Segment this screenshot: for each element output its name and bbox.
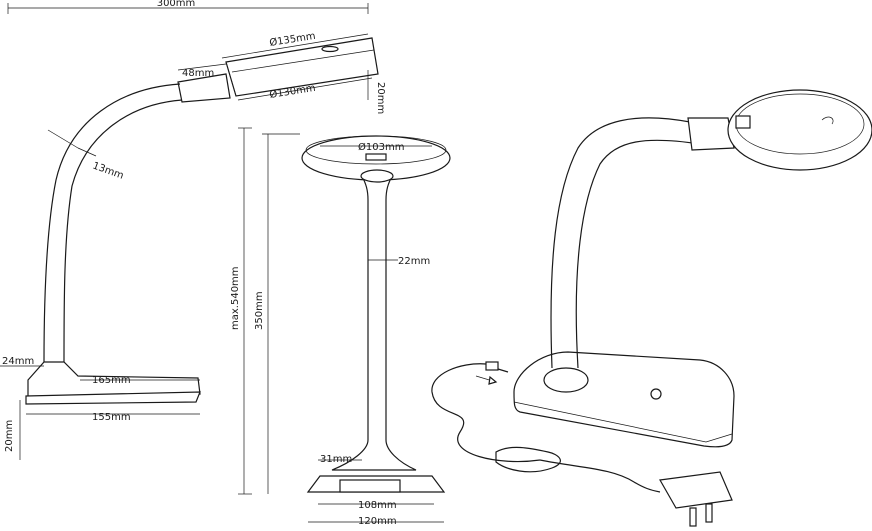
- base-inner-width-label: 108mm: [358, 500, 397, 511]
- stem-width-label: 22mm: [398, 256, 430, 267]
- neck-length-label: 48mm: [182, 68, 214, 79]
- base-top-length-label: 165mm: [92, 375, 131, 386]
- max-height-label: max.540mm: [230, 266, 241, 330]
- head-height-label: 20mm: [375, 82, 386, 114]
- stem-height-label: 350mm: [254, 291, 265, 330]
- overall-width-label: 300mm: [157, 0, 196, 9]
- stem-bottom-width-label: 31mm: [320, 454, 352, 465]
- front-lens-diameter-label: Ø103mm: [358, 141, 404, 153]
- side-view: 300mm Ø135mm Ø130mm 20mm 48mm 13mm 165mm: [0, 0, 386, 460]
- neck-thickness-label: 13mm: [91, 160, 125, 181]
- lamp-head-side: [225, 37, 379, 97]
- base-outer-width-label: 120mm: [358, 516, 397, 527]
- base-bottom-length-label: 155mm: [92, 412, 131, 423]
- front-view: max.540mm 350mm Ø103mm 22mm 31mm 108mm 1…: [230, 127, 451, 527]
- perspective-view: [431, 89, 872, 527]
- base-height-label: 20mm: [4, 420, 15, 452]
- base-post-height-label: 24mm: [2, 356, 34, 367]
